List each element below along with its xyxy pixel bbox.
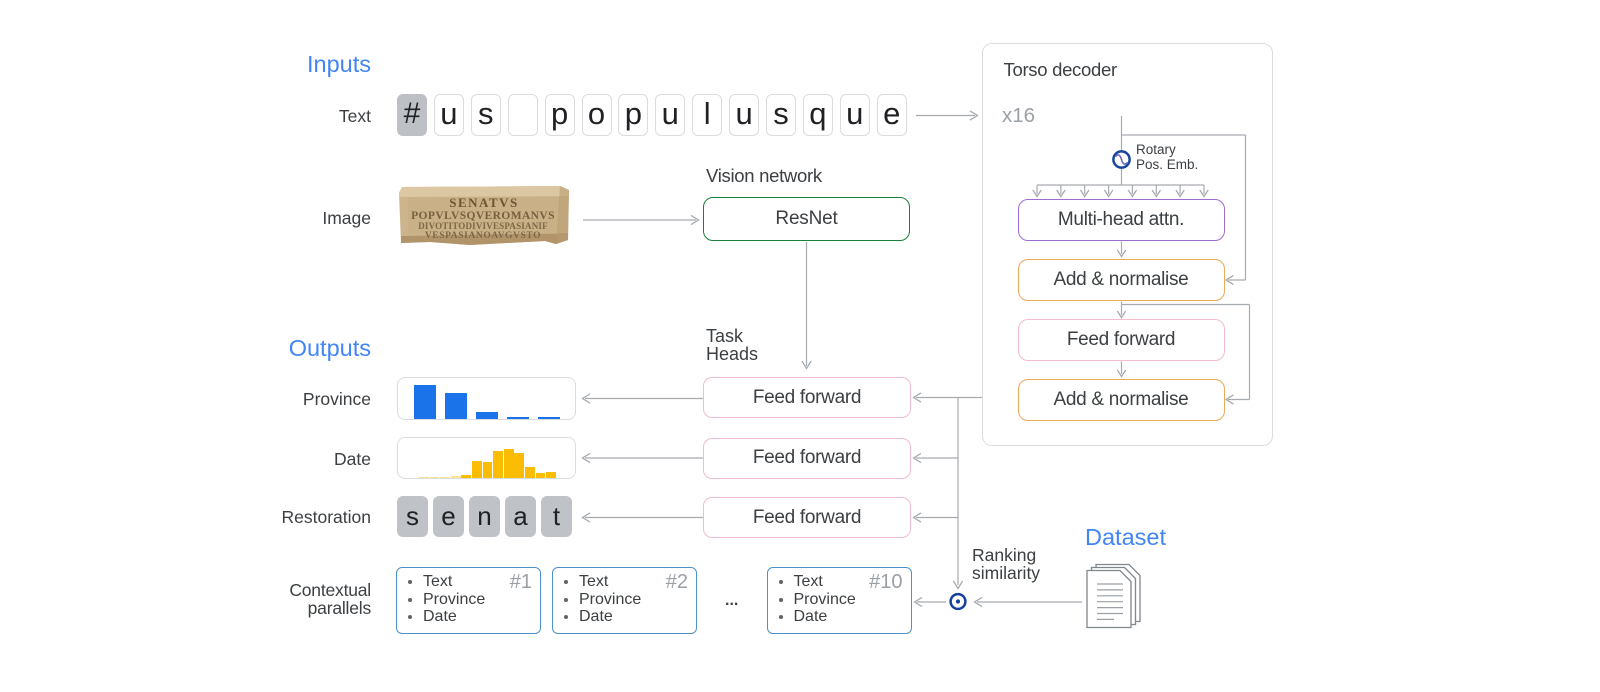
svg-text:POPVLVSQVEROMANVS: POPVLVSQVEROMANVS: [411, 210, 555, 222]
svg-text:DIVOTITODIVIVESPASIANIF: DIVOTITODIVIVESPASIANIF: [418, 221, 548, 231]
svg-text:SENATVS: SENATVS: [449, 195, 519, 210]
svg-text:VESPASIANOAVGVSTO: VESPASIANOAVGVSTO: [425, 231, 541, 241]
